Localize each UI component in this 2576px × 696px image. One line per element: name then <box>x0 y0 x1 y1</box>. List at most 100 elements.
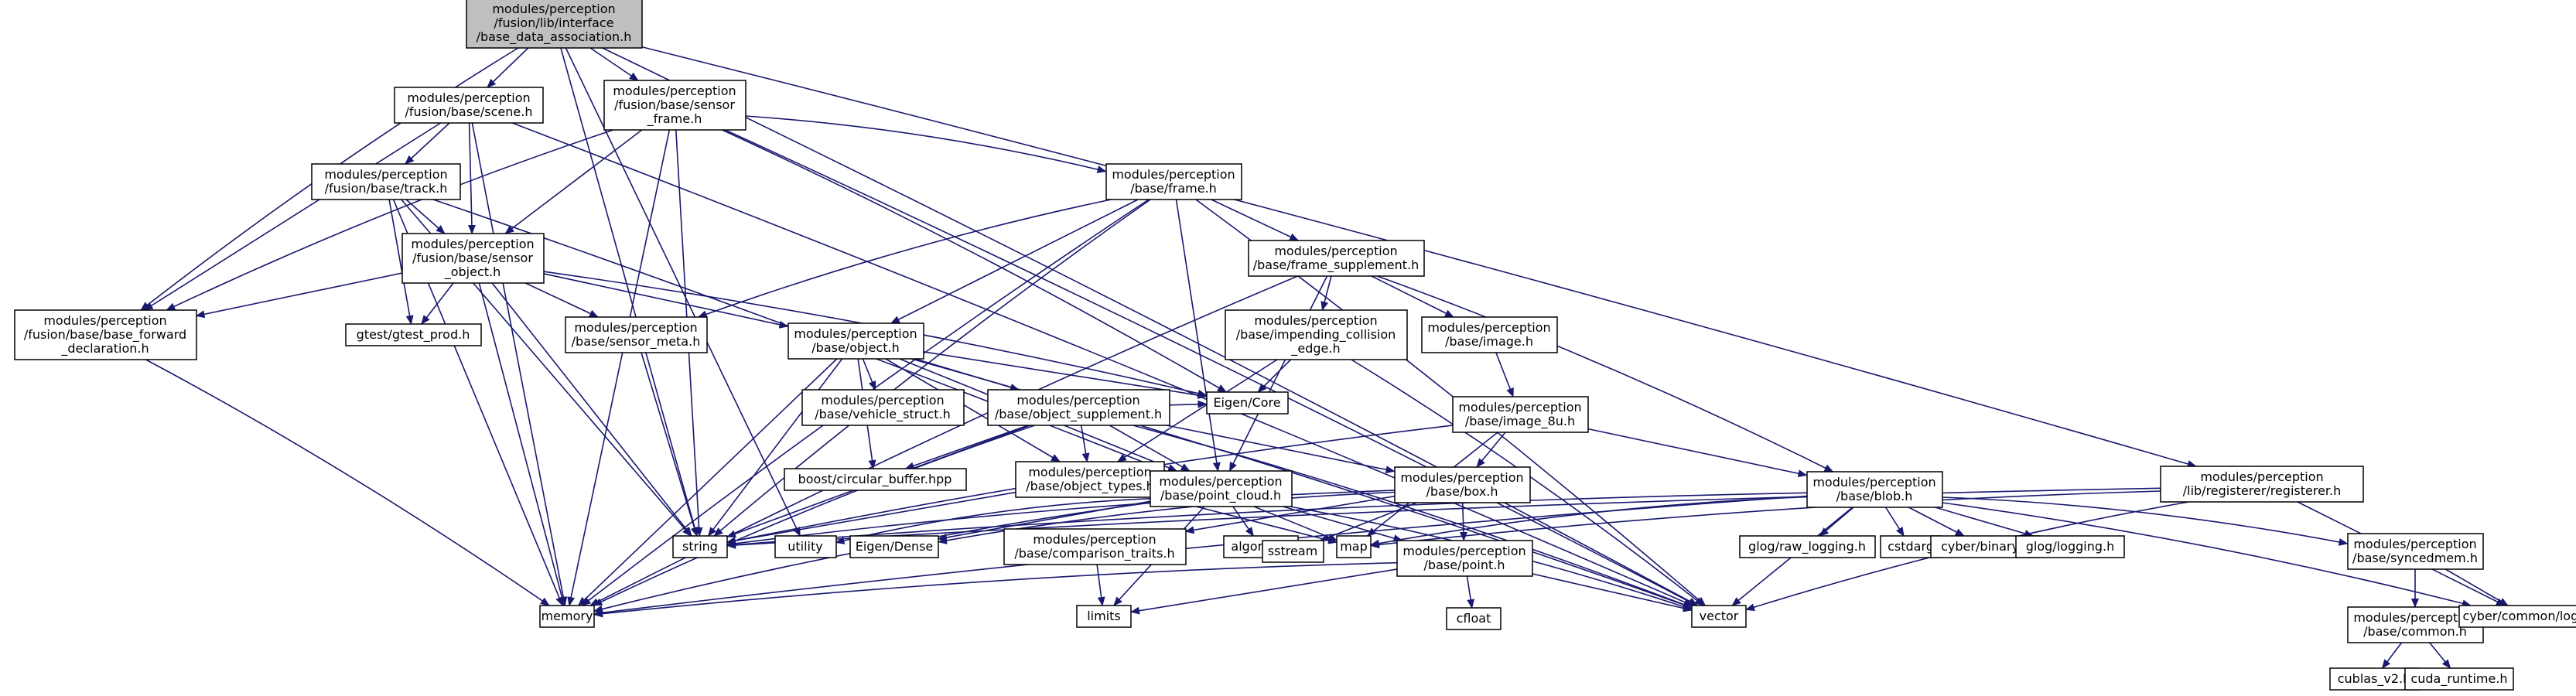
edge-root-to-scene <box>487 47 529 88</box>
node-label: modules/perception/base/frame.h <box>1112 167 1235 196</box>
edge-sensor-frame-to-sensor-object <box>504 129 643 234</box>
node-object-supplement[interactable]: modules/perception/base/object_supplemen… <box>987 389 1170 426</box>
node-label-line: cfloat <box>1457 611 1491 626</box>
node-label-line: modules/perception <box>1274 244 1397 258</box>
edge-sensor-frame-to-base-forward <box>166 129 613 311</box>
node-blob[interactable]: modules/perception/base/blob.h <box>1806 471 1943 508</box>
node-box <box>1396 540 1533 577</box>
node-track[interactable]: modules/perception/fusion/base/track.h <box>311 163 461 200</box>
node-label-line: /base/point.h <box>1424 558 1505 572</box>
node-box <box>539 605 595 628</box>
node-label-line: modules/perception <box>411 237 534 251</box>
node-label: modules/perception/fusion/base/base_forw… <box>24 313 186 357</box>
node-scene[interactable]: modules/perception/fusion/base/scene.h <box>394 87 544 124</box>
edge-blob-to-string <box>726 492 1807 549</box>
node-label-line: modules/perception <box>1016 393 1139 408</box>
node-base-forward[interactable]: modules/perception/fusion/base/base_forw… <box>14 309 197 360</box>
node-label: modules/perception/fusion/base/sensor_ob… <box>411 237 534 280</box>
node-box <box>2015 535 2125 558</box>
node-label-line: Eigen/Core <box>1213 395 1280 410</box>
edge-blob-to-cstdarg <box>1884 507 1905 537</box>
node-label: limits <box>1087 609 1121 623</box>
edge-sensor-object-to-object <box>543 273 789 329</box>
node-cyber-log: cyber/common/log.h <box>2458 605 2576 628</box>
node-point[interactable]: modules/perception/base/point.h <box>1396 540 1533 577</box>
edge-scene-to-memory <box>471 122 568 606</box>
node-box <box>14 309 197 360</box>
node-sensor-meta[interactable]: modules/perception/base/sensor_meta.h <box>565 316 708 353</box>
node-label-line: utility <box>787 539 823 554</box>
node-label: modules/perception/base/sensor_meta.h <box>572 320 701 350</box>
node-box <box>1262 540 1324 563</box>
node-glog-raw: glog/raw_logging.h <box>1739 535 1876 558</box>
node-label-line: /base/blob.h <box>1836 489 1913 503</box>
node-cfloat: cfloat <box>1446 607 1502 630</box>
node-label: modules/perception/base/blob.h <box>1812 475 1935 503</box>
node-label-line: modules/perception <box>1427 320 1550 335</box>
node-label: map <box>1340 539 1368 554</box>
node-limits: limits <box>1076 605 1132 628</box>
node-object-types[interactable]: modules/perception/base/object_types.h <box>1015 461 1165 498</box>
node-image[interactable]: modules/perception/base/image.h <box>1421 316 1558 353</box>
node-label-line: map <box>1340 539 1368 554</box>
node-label-line: /fusion/lib/interface <box>494 15 613 30</box>
edge-comparison-traits-to-limits <box>1096 564 1105 606</box>
node-image-8u[interactable]: modules/perception/base/image_8u.h <box>1452 396 1589 433</box>
node-point-cloud[interactable]: modules/perception/base/point_cloud.h <box>1150 470 1293 507</box>
node-syncedmem[interactable]: modules/perception/base/syncedmem.h <box>2347 533 2484 570</box>
node-label: modules/perception/base/impending_collis… <box>1236 313 1396 357</box>
node-box <box>1421 316 1558 353</box>
edge-frame-to-object <box>890 199 1139 324</box>
edge-frame-to-sensor-meta <box>697 199 1112 318</box>
node-label-line: modules/perception <box>43 313 166 328</box>
node-frame[interactable]: modules/perception/base/frame.h <box>1105 163 1242 200</box>
edge-registerer-to-map <box>1370 490 2161 549</box>
node-label-line: cuda_runtime.h <box>2410 671 2507 687</box>
node-label-line: gtest/gtest_prod.h <box>357 327 470 343</box>
node-label: Eigen/Core <box>1213 395 1280 410</box>
node-label: modules/perception/fusion/base/scene.h <box>405 90 533 119</box>
node-label-line: glog/raw_logging.h <box>1748 539 1866 554</box>
node-label: cyber/common/log.h <box>2463 609 2576 623</box>
node-comparison-traits[interactable]: modules/perception/base/comparison_trait… <box>1003 528 1187 565</box>
edge-track-to-sensor-object <box>405 199 446 234</box>
node-box <box>784 468 967 491</box>
node-label-line: /base/syncedmem.h <box>2352 551 2478 565</box>
node-label: utility <box>787 539 823 554</box>
node-label-line: /base/point_cloud.h <box>1160 488 1281 503</box>
edge-sensor-object-to-sensor-meta <box>524 282 599 318</box>
node-box <box>311 163 461 200</box>
edge-blob-to-glog-logging <box>1935 507 2034 537</box>
edge-image-to-image-8u <box>1495 352 1514 397</box>
node-root[interactable]: modules/perception/fusion/lib/interface/… <box>466 0 643 49</box>
node-label: modules/perception/base/syncedmem.h <box>2352 537 2478 565</box>
edge-sensor-frame-to-vector <box>725 129 1698 606</box>
node-object[interactable]: modules/perception/base/object.h <box>787 322 924 360</box>
node-impending[interactable]: modules/perception/base/impending_collis… <box>1225 309 1408 360</box>
node-frame-supplement[interactable]: modules/perception/base/frame_supplement… <box>1248 240 1425 277</box>
node-sensor-object[interactable]: modules/perception/fusion/base/sensor_ob… <box>401 233 545 284</box>
node-box <box>1206 391 1289 415</box>
edge-point-to-limits <box>1130 568 1397 615</box>
edge-frame-to-string <box>713 199 1151 537</box>
node-vehicle-struct[interactable]: modules/perception/base/vehicle_struct.h <box>801 389 965 426</box>
node-label-line: /base/comparison_traits.h <box>1014 546 1174 561</box>
edge-image-8u-to-box <box>1476 432 1506 468</box>
node-label-line: memory <box>542 609 593 623</box>
node-label-line: /base/vehicle_struct.h <box>815 407 951 422</box>
node-sensor-frame[interactable]: modules/perception/fusion/base/sensor_fr… <box>603 80 746 131</box>
node-label: Eigen/Dense <box>856 539 934 554</box>
edge-blob-to-map <box>1370 496 1807 548</box>
node-registerer[interactable]: modules/perception/lib/registerer/regist… <box>2160 466 2364 503</box>
node-box <box>345 323 482 346</box>
edge-sensor-object-to-memory <box>478 282 566 606</box>
edge-frame-supplement-to-point-cloud <box>1228 275 1328 472</box>
node-box[interactable]: modules/perception/base/box.h <box>1394 466 1531 503</box>
edge-object-supplement-to-vector <box>1133 425 1693 609</box>
node-label-line: _object.h <box>444 264 501 280</box>
node-box <box>2347 533 2484 570</box>
node-label-line: _edge.h <box>1290 341 1340 357</box>
node-label-line: /fusion/base/sensor <box>614 97 735 112</box>
node-label: modules/perception/fusion/base/track.h <box>324 167 447 196</box>
